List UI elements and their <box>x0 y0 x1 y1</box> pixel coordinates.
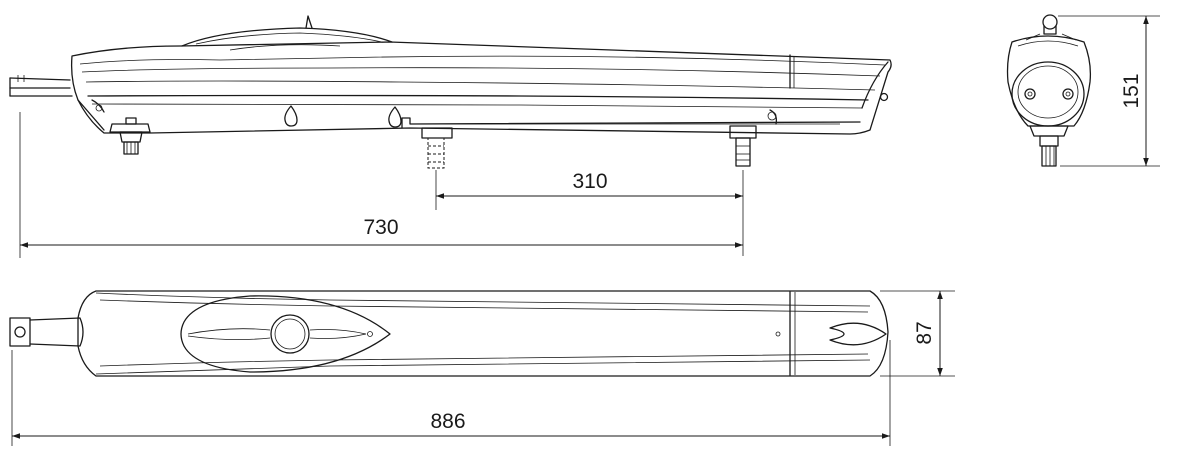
side-middle-mount <box>421 127 453 169</box>
side-rear-mount <box>109 117 151 155</box>
dimension-151: 151 <box>1120 16 1149 166</box>
dimension-151-label: 151 <box>1120 73 1143 108</box>
side-piston-rod <box>9 75 73 97</box>
top-view: 87 886 <box>9 290 955 446</box>
dimension-730-label: 730 <box>363 216 398 239</box>
side-housing <box>70 15 892 135</box>
dimension-87: 87 <box>913 291 943 376</box>
side-view: 310 730 <box>9 15 892 258</box>
top-housing <box>77 290 889 377</box>
end-view: 151 <box>1006 14 1160 167</box>
dimension-87-label: 87 <box>913 321 936 344</box>
dimension-730: 730 <box>20 216 743 248</box>
top-rod-end <box>9 317 84 347</box>
dimension-310-label: 310 <box>572 170 607 193</box>
dimension-886: 886 <box>12 410 890 439</box>
dimension-310: 310 <box>436 170 743 199</box>
dimension-886-label: 886 <box>430 410 465 433</box>
side-front-mount <box>729 125 757 167</box>
